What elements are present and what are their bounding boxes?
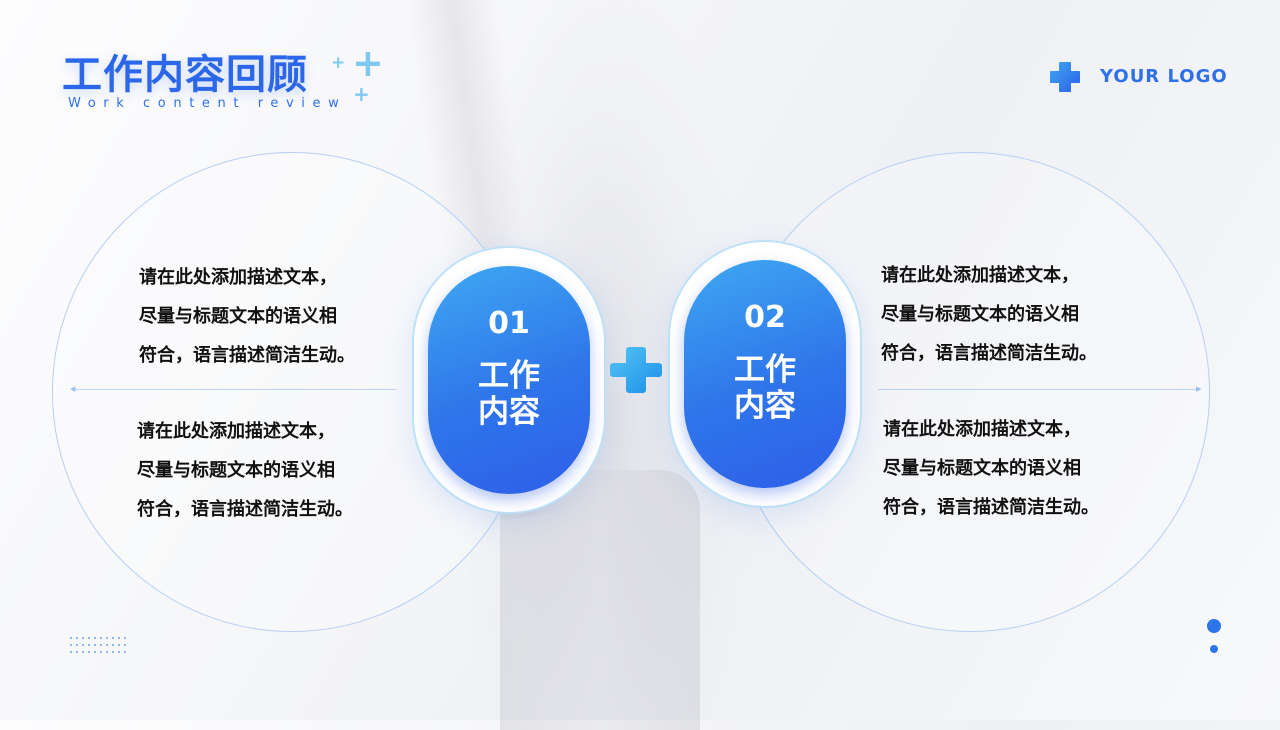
decor-dot	[100, 644, 102, 646]
description-left-bottom: 请在此处添加描述文本， 尽量与标题文本的语义相 符合，语言描述简洁生动。	[137, 412, 427, 529]
decor-dot-grid	[70, 637, 130, 657]
item-card-2: 02 工作内容	[668, 240, 862, 508]
decor-plus-icon-large: +	[352, 41, 384, 85]
left-divider-line	[76, 389, 396, 390]
item-label-1: 工作内容	[478, 358, 540, 430]
item-badge-2: 02 工作内容	[684, 260, 846, 488]
decor-dot	[100, 651, 102, 653]
decor-dot	[124, 644, 126, 646]
decor-dot	[112, 651, 114, 653]
decor-dot	[124, 651, 126, 653]
item-number-1: 01	[488, 306, 530, 341]
decor-dot	[112, 644, 114, 646]
decor-dot	[82, 644, 84, 646]
background-bottle-shape	[500, 470, 700, 730]
decor-dot	[88, 637, 90, 639]
decor-dot	[94, 651, 96, 653]
decor-dot	[94, 644, 96, 646]
decor-dot-small	[1210, 645, 1218, 653]
decor-dot	[76, 637, 78, 639]
page-subtitle: Work content review	[68, 96, 347, 111]
item-badge-1: 01 工作内容	[428, 266, 590, 494]
decor-dot-large	[1207, 619, 1221, 633]
item-card-1: 01 工作内容	[412, 246, 606, 514]
logo-plus-icon	[1050, 62, 1080, 92]
decor-dot	[76, 644, 78, 646]
decor-dot	[118, 651, 120, 653]
decor-plus-icon-medium: +	[353, 82, 370, 106]
right-divider-line	[878, 389, 1198, 390]
description-line: 符合，语言描述简洁生动。	[137, 499, 353, 520]
decor-dot	[118, 644, 120, 646]
description-right-top: 请在此处添加描述文本， 尽量与标题文本的语义相 符合，语言描述简洁生动。	[881, 256, 1171, 373]
decor-dot	[88, 644, 90, 646]
decor-dot	[88, 651, 90, 653]
decor-dot	[118, 637, 120, 639]
decor-dot	[94, 637, 96, 639]
decor-dot	[70, 637, 72, 639]
left-arrow-icon: ◂	[70, 382, 76, 395]
decor-dot	[70, 651, 72, 653]
page-title: 工作内容回顾	[62, 52, 308, 98]
decor-dot	[106, 644, 108, 646]
description-left-top: 请在此处添加描述文本， 尽量与标题文本的语义相 符合，语言描述简洁生动。	[139, 258, 429, 375]
description-line: 尽量与标题文本的语义相	[881, 304, 1079, 325]
decor-dot	[106, 637, 108, 639]
description-line: 尽量与标题文本的语义相	[137, 460, 335, 481]
description-line: 请在此处添加描述文本，	[883, 419, 1081, 440]
decor-dot	[76, 651, 78, 653]
decor-dot	[106, 651, 108, 653]
description-line: 尽量与标题文本的语义相	[139, 306, 337, 327]
description-right-bottom: 请在此处添加描述文本， 尽量与标题文本的语义相 符合，语言描述简洁生动。	[883, 410, 1173, 527]
decor-dot	[100, 637, 102, 639]
description-line: 请在此处添加描述文本，	[139, 267, 337, 288]
description-line: 请在此处添加描述文本，	[881, 265, 1079, 286]
description-line: 请在此处添加描述文本，	[137, 421, 335, 442]
right-arrow-icon: ▸	[1196, 382, 1202, 395]
decor-dot	[70, 644, 72, 646]
center-plus-icon	[610, 347, 662, 393]
description-line: 符合，语言描述简洁生动。	[139, 345, 355, 366]
decor-dot	[82, 637, 84, 639]
decor-dot	[82, 651, 84, 653]
description-line: 符合，语言描述简洁生动。	[881, 343, 1097, 364]
item-label-2: 工作内容	[734, 352, 796, 424]
decor-dot	[112, 637, 114, 639]
decor-plus-icon-small: +	[331, 53, 346, 73]
description-line: 尽量与标题文本的语义相	[883, 458, 1081, 479]
description-line: 符合，语言描述简洁生动。	[883, 497, 1099, 518]
logo-text: YOUR LOGO	[1100, 66, 1228, 87]
decor-dot	[124, 637, 126, 639]
item-number-2: 02	[744, 300, 786, 335]
